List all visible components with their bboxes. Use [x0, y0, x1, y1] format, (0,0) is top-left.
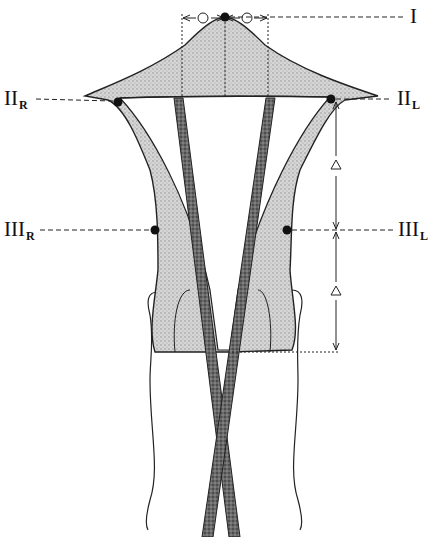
instrument-rod: [202, 98, 275, 537]
uterus-wall: [85, 17, 378, 352]
uterine-cavity: [120, 96, 330, 350]
label-subscript: L: [420, 230, 428, 242]
level-label: III: [4, 219, 25, 240]
label-subscript: R: [26, 230, 35, 242]
level-label: II: [397, 88, 411, 109]
label-subscript: R: [19, 99, 28, 111]
level-label: II: [4, 88, 18, 109]
level-label: I: [410, 6, 417, 27]
level-label: III: [398, 219, 419, 240]
instrument-rod: [174, 98, 240, 537]
label-subscript: L: [412, 99, 420, 111]
